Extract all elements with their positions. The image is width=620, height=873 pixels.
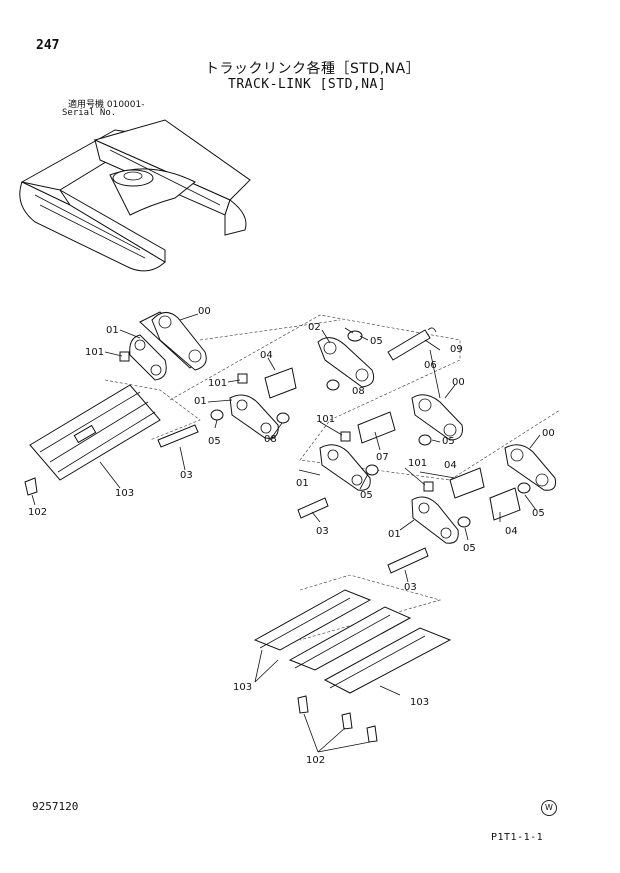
title-english: TRACK-LINK [STD,NA]: [228, 77, 387, 92]
title-japanese: トラックリンク各種［STD,NA］: [205, 61, 421, 77]
leader-lines: [31, 313, 541, 753]
callout-05-e: 05: [532, 508, 545, 519]
callout-03-b: 03: [316, 526, 329, 537]
callout-07: 07: [376, 452, 389, 463]
link-assembly-center: [229, 337, 375, 491]
callout-05-c: 05: [442, 436, 455, 447]
callout-03-c: 03: [404, 582, 417, 593]
callout-01-d: 01: [388, 529, 401, 540]
callout-03: 03: [180, 470, 193, 481]
callout-01-b: 01: [194, 396, 207, 407]
callout-04-c: 04: [505, 526, 518, 537]
callout-05-f: 05: [463, 543, 476, 554]
callout-01-c: 01: [296, 478, 309, 489]
callout-05-d: 05: [360, 490, 373, 501]
callout-08-b: 08: [264, 434, 277, 445]
callout-101: 102: [28, 507, 47, 518]
callout-102-c: 101: [316, 414, 335, 425]
document-number: 9257120: [32, 800, 79, 813]
shoe-bolts: [24, 477, 378, 743]
page-number: 247: [36, 38, 60, 53]
track-shoe-single: [29, 384, 161, 481]
serial-label-japanese: 適用号機 010001-: [68, 100, 145, 110]
callout-102-d: 101: [408, 458, 427, 469]
callout-102-b: 101: [208, 378, 227, 389]
callout-103-c: 103: [410, 697, 429, 708]
callout-09: 09: [450, 344, 463, 355]
callout-00: 00: [198, 306, 211, 317]
callout-101-b: 102: [306, 755, 325, 766]
callout-05-b: 05: [208, 436, 221, 447]
track-shoe-stack: [253, 589, 452, 694]
serial-label-english: Serial No.: [62, 108, 117, 118]
callout-02: 02: [308, 322, 321, 333]
callout-103-b: 103: [233, 682, 252, 693]
callout-06: 06: [424, 360, 437, 371]
callout-00-b: 00: [452, 377, 465, 388]
callout-05: 05: [370, 336, 383, 347]
pins-and-bushings: [119, 327, 531, 574]
revision-mark: W: [541, 800, 557, 816]
link-assembly-right: [411, 394, 556, 544]
callout-00-c: 00: [542, 428, 555, 439]
callout-01: 01: [106, 325, 119, 336]
callout-102: 101: [85, 347, 104, 358]
callout-04-b: 04: [444, 460, 457, 471]
figure-code: P1T1-1-1: [491, 832, 544, 843]
callout-labels: 00 01 101 02 05 09 04 06 101 08 00 01 10…: [28, 306, 555, 766]
callout-04: 04: [260, 350, 273, 361]
link-assembly-top: [129, 311, 207, 381]
callout-103: 103: [115, 488, 134, 499]
callout-08: 08: [352, 386, 365, 397]
undercarriage-illustration: [19, 119, 251, 272]
